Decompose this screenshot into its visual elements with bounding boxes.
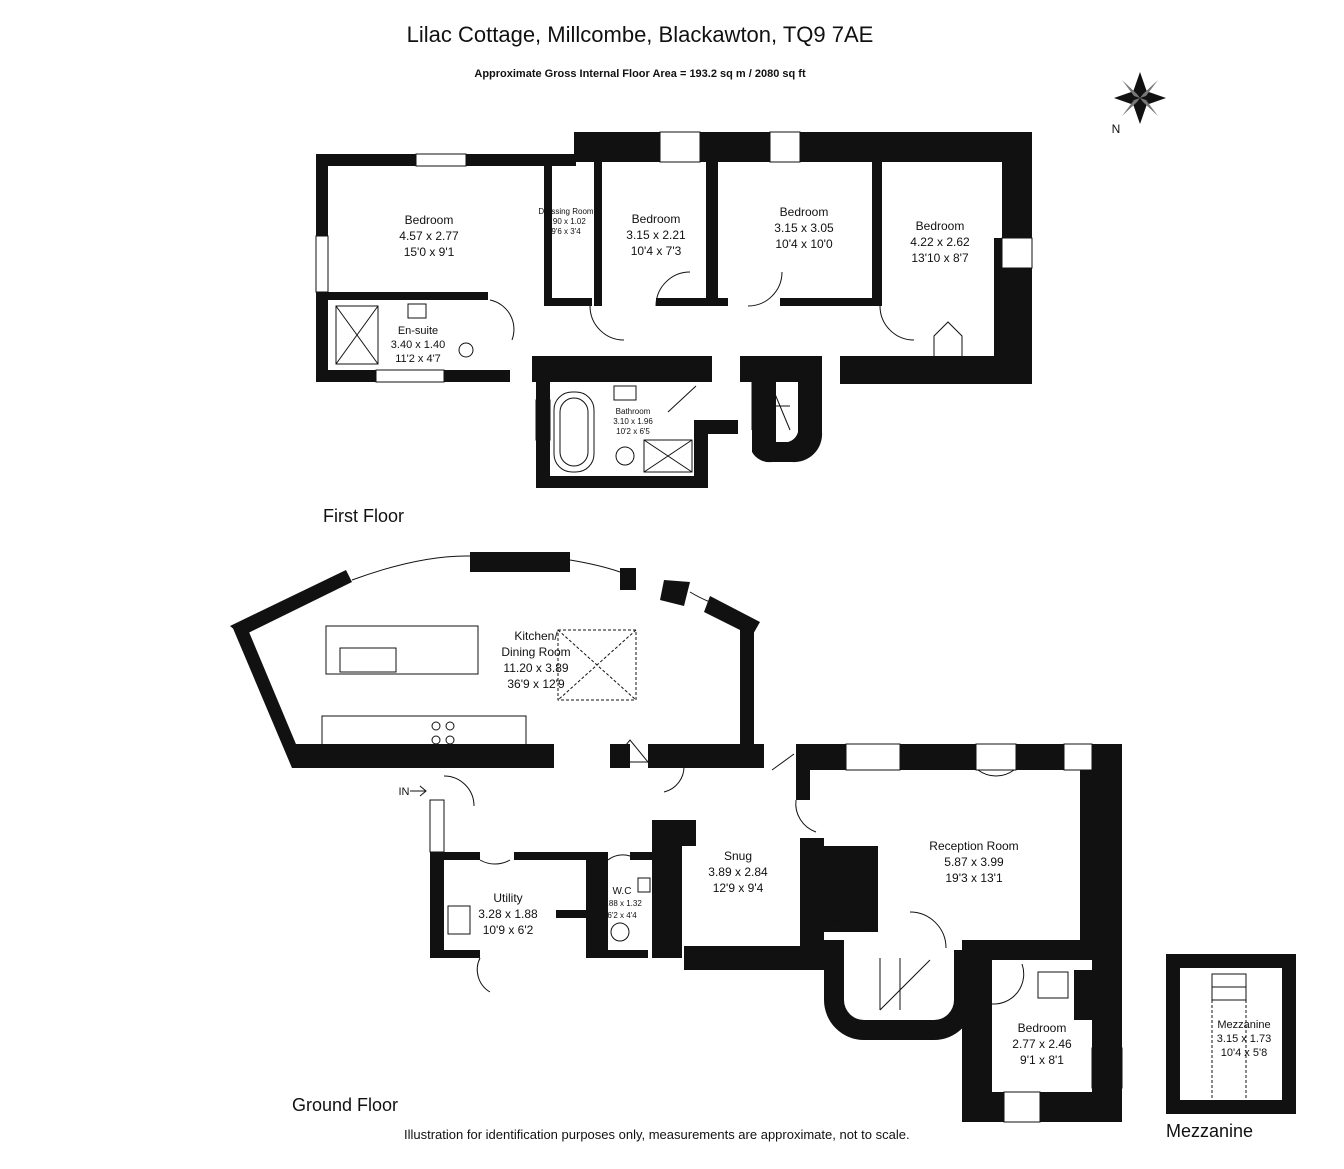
room-name: W.C [613, 886, 632, 897]
room-imperial: 11'2 x 4'7 [395, 353, 441, 365]
room-imperial: 13'10 x 8'7 [911, 251, 969, 265]
room-imperial: 15'0 x 9'1 [404, 245, 455, 259]
plan-title: Lilac Cottage, Millcombe, Blackawton, TQ… [406, 22, 874, 47]
room-metric: 5.87 x 3.99 [944, 855, 1004, 869]
room-imperial: 6'2 x 4'4 [607, 911, 637, 920]
ground-floor-plan [230, 552, 1296, 1123]
room-metric: 11.20 x 3.89 [503, 661, 568, 675]
room-name: Bedroom [780, 205, 829, 219]
room-imperial: 9'6 x 3'4 [551, 227, 581, 236]
room-imperial: 10'2 x 6'5 [616, 427, 650, 436]
room-metric: 3.40 x 1.40 [391, 339, 445, 351]
mezzanine-label: Mezzanine [1166, 1121, 1254, 1141]
floor-area: Approximate Gross Internal Floor Area = … [474, 68, 806, 80]
room-name: Snug [724, 849, 752, 863]
room-metric: 3.15 x 2.21 [626, 228, 686, 242]
disclaimer: Illustration for identification purposes… [404, 1127, 910, 1142]
room-metric: 4.22 x 2.62 [910, 235, 970, 249]
room-name: Bedroom [405, 213, 454, 227]
room-imperial: 10'9 x 6'2 [483, 923, 534, 937]
room-name: Utility [493, 891, 522, 905]
room-name: Bathroom [616, 407, 651, 416]
room-name: Dressing Room [538, 207, 593, 216]
room-name: Reception Room [929, 839, 1018, 853]
entrance-label: IN [399, 786, 410, 798]
room-name: Bedroom [632, 212, 681, 226]
compass-icon [1114, 72, 1166, 124]
room-metric: 3.28 x 1.88 [478, 907, 538, 921]
room-name: En-suite [398, 325, 438, 337]
compass-north-label: N [1112, 122, 1121, 136]
room-metric: 2.90 x 1.02 [546, 217, 586, 226]
room-metric: 3.15 x 1.73 [1217, 1033, 1271, 1045]
room-imperial: 10'4 x 10'0 [775, 237, 833, 251]
ground-floor-label: Ground Floor [292, 1095, 399, 1115]
room-imperial: 12'9 x 9'4 [713, 881, 764, 895]
room-imperial: 10'4 x 7'3 [631, 244, 682, 258]
room-name: Dining Room [501, 645, 570, 659]
room-name: Mezzanine [1217, 1019, 1270, 1031]
room-name: Bedroom [1018, 1021, 1067, 1035]
room-metric: 2.77 x 2.46 [1012, 1037, 1072, 1051]
room-imperial: 10'4 x 5'8 [1221, 1047, 1267, 1059]
room-imperial: 36'9 x 12'9 [507, 677, 565, 691]
room-metric: 3.10 x 1.96 [613, 417, 653, 426]
room-metric: 1.88 x 1.32 [602, 899, 642, 908]
room-name: Kitchen/ [514, 629, 558, 643]
room-metric: 3.15 x 3.05 [774, 221, 834, 235]
first-floor-plan [315, 131, 1033, 488]
first-floor-label: First Floor [323, 506, 404, 526]
room-metric: 4.57 x 2.77 [399, 229, 459, 243]
room-imperial: 19'3 x 13'1 [945, 871, 1003, 885]
room-imperial: 9'1 x 8'1 [1020, 1053, 1064, 1067]
room-name: Bedroom [916, 219, 965, 233]
room-metric: 3.89 x 2.84 [708, 865, 768, 879]
